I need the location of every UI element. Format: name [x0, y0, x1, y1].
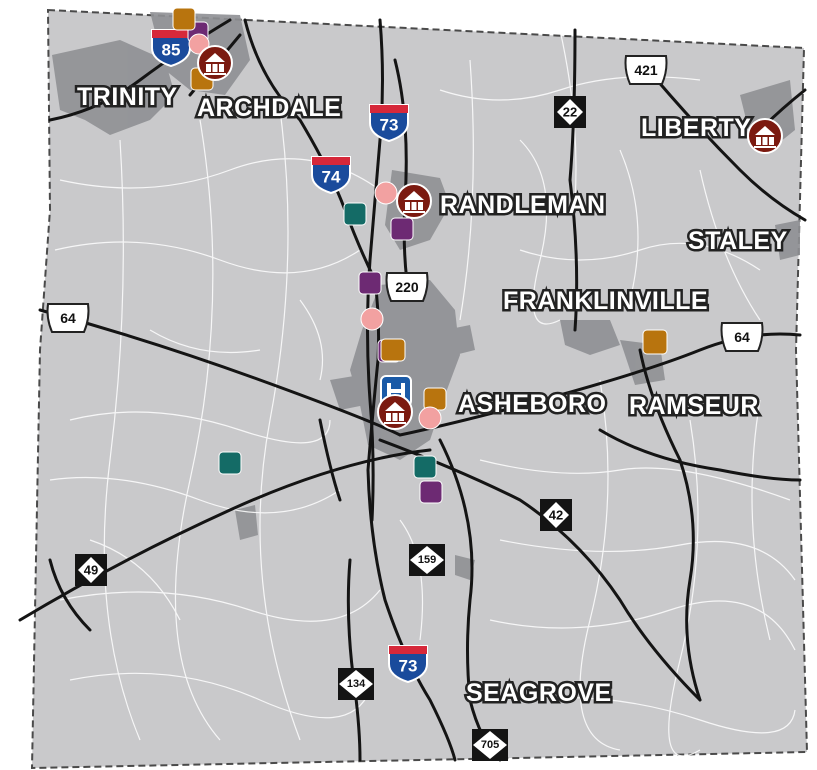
nc42-label: 42 — [549, 508, 563, 523]
us421-shield: 421 — [624, 55, 668, 85]
orange-square-marker — [642, 329, 668, 355]
nc134-shield: 134 — [338, 668, 374, 700]
place-label-archdale: ARCHDALE — [197, 94, 341, 122]
library-markers — [197, 45, 783, 430]
i74-shield: 74 — [311, 156, 351, 195]
us64-west-shield: 64 — [46, 303, 90, 333]
nc42-shield: 42 — [540, 499, 572, 531]
us421-label: 421 — [634, 62, 658, 78]
nc134-label: 134 — [347, 678, 366, 690]
i73-north-shield: 73 — [369, 104, 409, 143]
place-label-liberty: LIBERTY — [641, 114, 751, 142]
purple-square-marker — [358, 271, 382, 295]
library-icon — [747, 118, 783, 154]
purple-square-marker — [390, 217, 414, 241]
orange-square-marker — [380, 338, 406, 362]
i85-shield: 85 — [151, 29, 191, 68]
teal-square-marker — [218, 451, 242, 475]
library-icon — [377, 394, 413, 430]
i74-label: 74 — [322, 168, 341, 187]
i73-south-label: 73 — [399, 657, 418, 676]
library-icon — [197, 45, 233, 81]
place-label-franklinville: FRANKLINVILLE — [503, 287, 708, 315]
place-label-seagrove: SEAGROVE — [466, 679, 612, 707]
place-label-randleman: RANDLEMAN — [440, 191, 606, 219]
orange-square-marker — [423, 387, 447, 411]
us220-label: 220 — [395, 279, 419, 295]
teal-square-marker — [343, 202, 367, 226]
nc159-shield: 159 — [409, 544, 445, 576]
i73-south-shield: 73 — [388, 645, 428, 684]
nc705-label: 705 — [481, 739, 499, 751]
place-label-ramseur: RAMSEUR — [629, 392, 759, 420]
us64-east-shield: 64 — [720, 322, 764, 352]
us64-west-label: 64 — [60, 310, 76, 326]
orange-square-marker — [172, 7, 196, 31]
place-label-asheboro: ASHEBORO — [458, 390, 606, 418]
library-icon — [396, 183, 432, 219]
pink-circle-marker — [374, 181, 398, 205]
place-label-staley: STALEY — [688, 227, 788, 255]
us220-shield: 220 — [385, 272, 429, 302]
teal-markers — [218, 202, 437, 479]
us64-east-label: 64 — [734, 329, 750, 345]
nc705-shield: 705 — [472, 729, 508, 761]
nc22-label: 22 — [563, 105, 577, 120]
purple-square-marker — [419, 480, 443, 504]
pink-circle-marker — [418, 406, 442, 430]
nc49-label: 49 — [84, 563, 98, 578]
nc159-label: 159 — [418, 554, 436, 566]
nc22-shield: 22 — [554, 96, 586, 128]
i85-label: 85 — [162, 41, 181, 60]
pink-circle-marker — [360, 307, 384, 331]
nc49-shield: 49 — [75, 554, 107, 586]
teal-square-marker — [413, 455, 437, 479]
place-label-trinity: TRINITY — [77, 83, 178, 111]
pink-markers — [188, 33, 442, 430]
i73-north-label: 73 — [380, 116, 399, 135]
